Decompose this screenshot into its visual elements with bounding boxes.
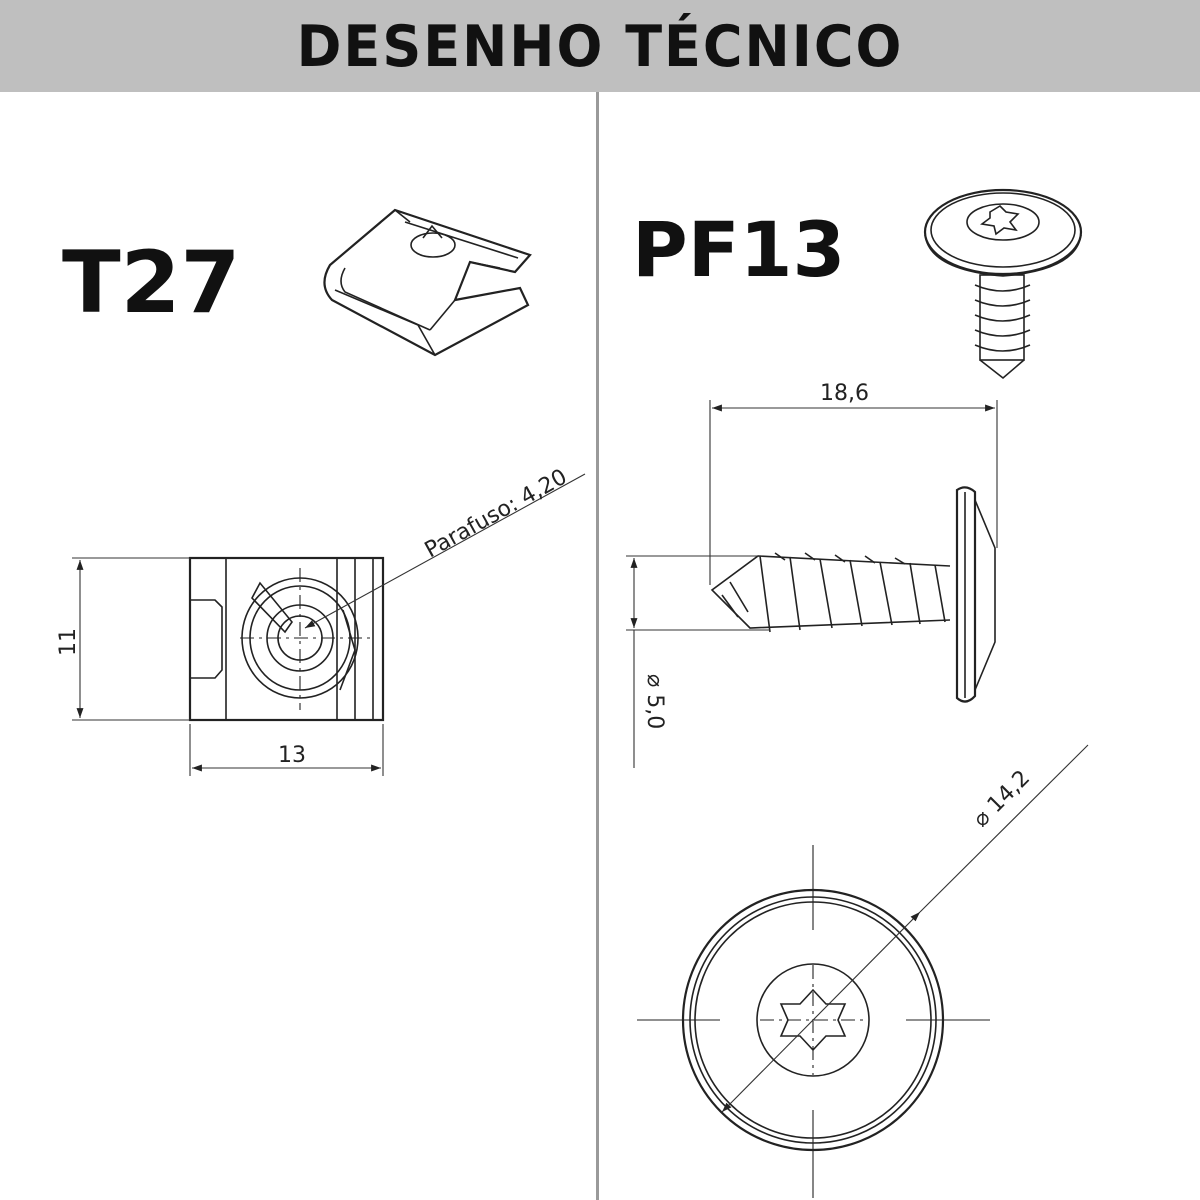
screw-isometric-view bbox=[923, 188, 1083, 380]
model-label-pf13: PF13 bbox=[632, 205, 846, 294]
screw-note-label: Parafuso: 4,20 bbox=[421, 465, 572, 564]
length-dim-label: 18,6 bbox=[820, 381, 869, 406]
model-label-t27: T27 bbox=[62, 233, 241, 333]
clip-front-view: Parafuso: 4,20 11 13 bbox=[56, 465, 586, 776]
clip-isometric-view bbox=[323, 208, 532, 357]
panel-divider bbox=[596, 92, 599, 1200]
screw-side-view: 18,6 ⌀ 5,0 bbox=[626, 381, 998, 768]
screw-top-view: ⌀ 14,2 bbox=[637, 744, 1089, 1198]
height-dim-label: 11 bbox=[56, 628, 81, 656]
width-dim-label: 13 bbox=[278, 743, 306, 768]
head-diameter-label: ⌀ 14,2 bbox=[969, 766, 1036, 833]
thread-diameter-label: ⌀ 5,0 bbox=[642, 674, 667, 729]
header-bar: DESENHO TÉCNICO bbox=[0, 0, 1200, 92]
page-title: DESENHO TÉCNICO bbox=[296, 12, 904, 80]
